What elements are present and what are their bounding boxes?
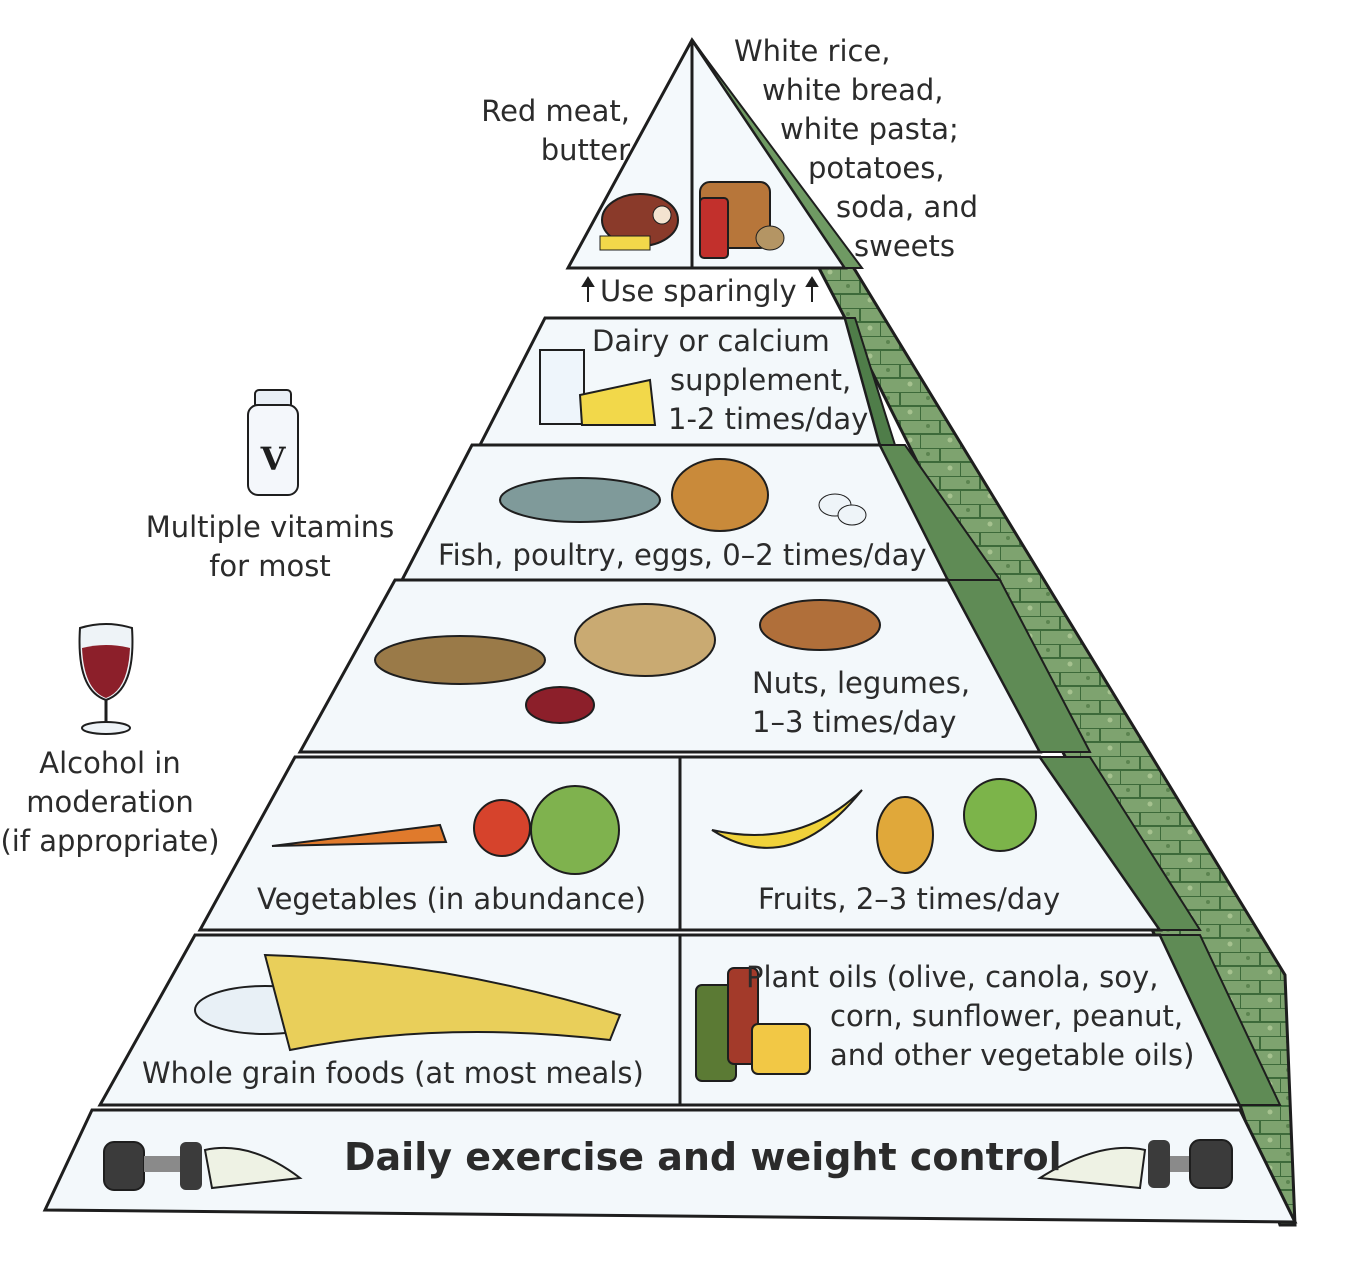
fruits-illustration — [711, 778, 1037, 874]
vitamin-bottle-icon: V — [247, 389, 299, 496]
oil-bottles-illustration — [695, 967, 811, 1082]
dairy-label: Dairy or calcium supplement, 1-2 times/d… — [592, 324, 869, 436]
exercise-equipment-right — [1037, 1139, 1233, 1190]
bread-soda-illustration — [699, 181, 785, 259]
red-meat-butter-label: Red meat, butter — [481, 94, 630, 167]
pyramid-side-face — [690, 39, 1297, 1227]
wine-glass-icon — [78, 623, 134, 735]
grains-illustration — [194, 953, 622, 1052]
plant-oils-label: Plant oils (olive, canola, soy, corn, su… — [746, 960, 1195, 1072]
fish-chicken-eggs-illustration — [499, 458, 867, 532]
refined-carbs-label: White rice, white bread, white pasta; po… — [734, 34, 979, 263]
vitamin-bottle-letter: V — [260, 440, 287, 478]
fruits-label: Fruits, 2–3 times/day — [758, 882, 1061, 916]
alcohol-label: Alcohol in moderation (if appropriate) — [0, 746, 220, 858]
use-sparingly-label: Use sparingly — [600, 274, 797, 308]
protein-label: Fish, poultry, eggs, 0–2 times/day — [438, 538, 927, 572]
nuts-legumes-illustration — [374, 599, 881, 724]
grains-label: Whole grain foods (at most meals) — [142, 1056, 644, 1090]
milk-cheese-illustration — [539, 349, 657, 426]
base-title: Daily exercise and weight control — [344, 1135, 1062, 1179]
vitamins-label: Multiple vitamins for most — [145, 510, 395, 583]
use-sparingly-arrows — [581, 276, 819, 302]
meat-butter-illustration — [599, 193, 679, 251]
vegetables-illustration — [271, 785, 620, 875]
exercise-equipment-left — [103, 1141, 303, 1191]
nuts-legumes-label: Nuts, legumes, 1–3 times/day — [752, 666, 971, 739]
vegetables-label: Vegetables (in abundance) — [257, 882, 647, 916]
